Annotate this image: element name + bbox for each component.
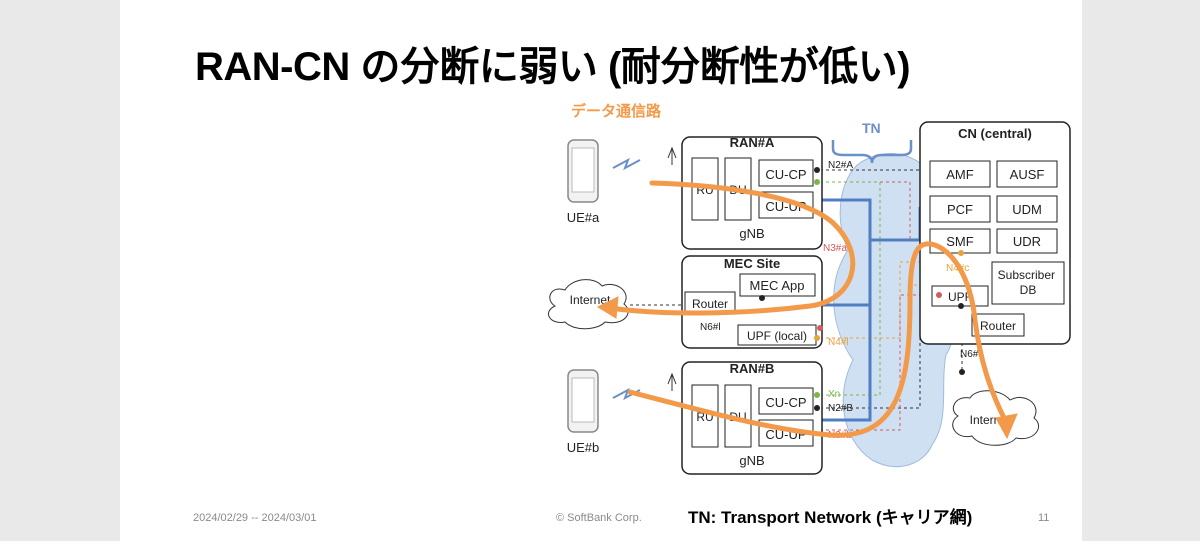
cn-subscriber-db-line: DB bbox=[1020, 283, 1037, 297]
mec-title: MEC Site bbox=[724, 256, 780, 271]
tn-note: TN: Transport Network (キャリア網) bbox=[688, 508, 973, 527]
xn-line bbox=[820, 181, 881, 396]
cn-title: CN (central) bbox=[958, 126, 1032, 141]
ran-b-gnb: gNB bbox=[739, 453, 764, 468]
cn-router-label: Router bbox=[980, 319, 1016, 333]
if-n2b: N2#B bbox=[828, 403, 853, 414]
cn-udr bbox=[996, 228, 1058, 254]
if-n6l: N6#l bbox=[700, 322, 721, 333]
ran-a-cu-cp bbox=[758, 159, 814, 187]
cn-udm-label: UDM bbox=[1012, 202, 1042, 217]
mec-site: MEC Site MEC App Router UPF (local) bbox=[681, 255, 823, 349]
slide: RAN-CN の分断に弱い (耐分断性が低い) データ通信路 TN bbox=[120, 0, 1082, 541]
cn-smf-label: SMF bbox=[946, 234, 974, 249]
data-path-ue-a-to-internet bbox=[607, 180, 856, 316]
radio-wave-a bbox=[612, 157, 641, 171]
cn-pcf-label: PCF bbox=[947, 202, 973, 217]
cn-ausf bbox=[996, 160, 1058, 188]
cn-subscriber-db bbox=[991, 261, 1065, 305]
footer-copyright: © SoftBank Corp. bbox=[556, 512, 642, 524]
if-n4l: N4#l bbox=[828, 337, 849, 348]
mec-upf-label: UPF (local) bbox=[747, 329, 807, 343]
cn-udr-label: UDR bbox=[1013, 234, 1041, 249]
ue-a-phone: UE#a bbox=[567, 139, 600, 225]
ran-b: RAN#B RU DU CU-CP CU-UP gNB bbox=[681, 361, 823, 475]
cn-amf-label: AMF bbox=[946, 167, 974, 182]
ran-b-cu-cp bbox=[758, 387, 814, 415]
legend-data-path: データ通信路 bbox=[571, 102, 662, 120]
cn-amf bbox=[929, 160, 991, 188]
data-path-arrows bbox=[596, 180, 1018, 440]
cn-subscriber-db-label: Subscriber DB bbox=[998, 268, 1059, 297]
if-n6: N6# bbox=[960, 349, 979, 360]
ue-b-phone: UE#b bbox=[567, 369, 600, 455]
ran-a-cu-cp-label: CU-CP bbox=[765, 167, 806, 182]
internet-left: Internet bbox=[548, 279, 629, 330]
cn-pcf bbox=[929, 195, 991, 223]
if-n2a: N2#A bbox=[828, 160, 853, 171]
mec-upf bbox=[737, 324, 817, 346]
cn-central: CN (central) AMF AUSF PCF UDM SMF UDR UP… bbox=[919, 121, 1071, 345]
cn-udm bbox=[996, 195, 1058, 223]
ran-a-title: RAN#A bbox=[730, 135, 775, 150]
data-path-arrowhead-left bbox=[596, 296, 619, 319]
ran-b-title: RAN#B bbox=[730, 361, 775, 376]
slide-title: RAN-CN の分断に弱い (耐分断性が低い) bbox=[195, 45, 911, 89]
antenna-b-icon bbox=[667, 372, 677, 391]
tn-bracket bbox=[831, 140, 913, 164]
cn-router bbox=[971, 313, 1025, 337]
footer-date: 2024/02/29 -- 2024/03/01 bbox=[193, 512, 317, 524]
if-xn: Xn bbox=[828, 389, 840, 400]
page-number: 11 bbox=[1038, 512, 1050, 524]
if-n3a: N3#a bbox=[823, 243, 847, 254]
network-diagram: データ通信路 TN bbox=[548, 102, 1071, 475]
ran-a-gnb: gNB bbox=[739, 226, 764, 241]
internet-left-label: Internet bbox=[570, 293, 611, 307]
mec-app bbox=[739, 273, 816, 297]
antenna-a-icon bbox=[667, 146, 677, 165]
connection-dots bbox=[759, 167, 965, 411]
n3b-line bbox=[820, 294, 932, 431]
ue-a-label: UE#a bbox=[567, 210, 600, 225]
mec-router-label: Router bbox=[692, 297, 728, 311]
cn-subscriber-db-line: Subscriber bbox=[998, 268, 1055, 282]
data-path-arrowhead-right bbox=[995, 413, 1018, 440]
ran-b-cu-cp-label: CU-CP bbox=[765, 395, 806, 410]
cn-ausf-label: AUSF bbox=[1010, 167, 1045, 182]
ue-b-label: UE#b bbox=[567, 440, 600, 455]
data-path-ue-b-to-internet bbox=[627, 241, 1008, 438]
tn-label: TN bbox=[862, 120, 881, 136]
mec-app-label: MEC App bbox=[750, 278, 805, 293]
cn-upf-label: UPF bbox=[948, 290, 972, 304]
